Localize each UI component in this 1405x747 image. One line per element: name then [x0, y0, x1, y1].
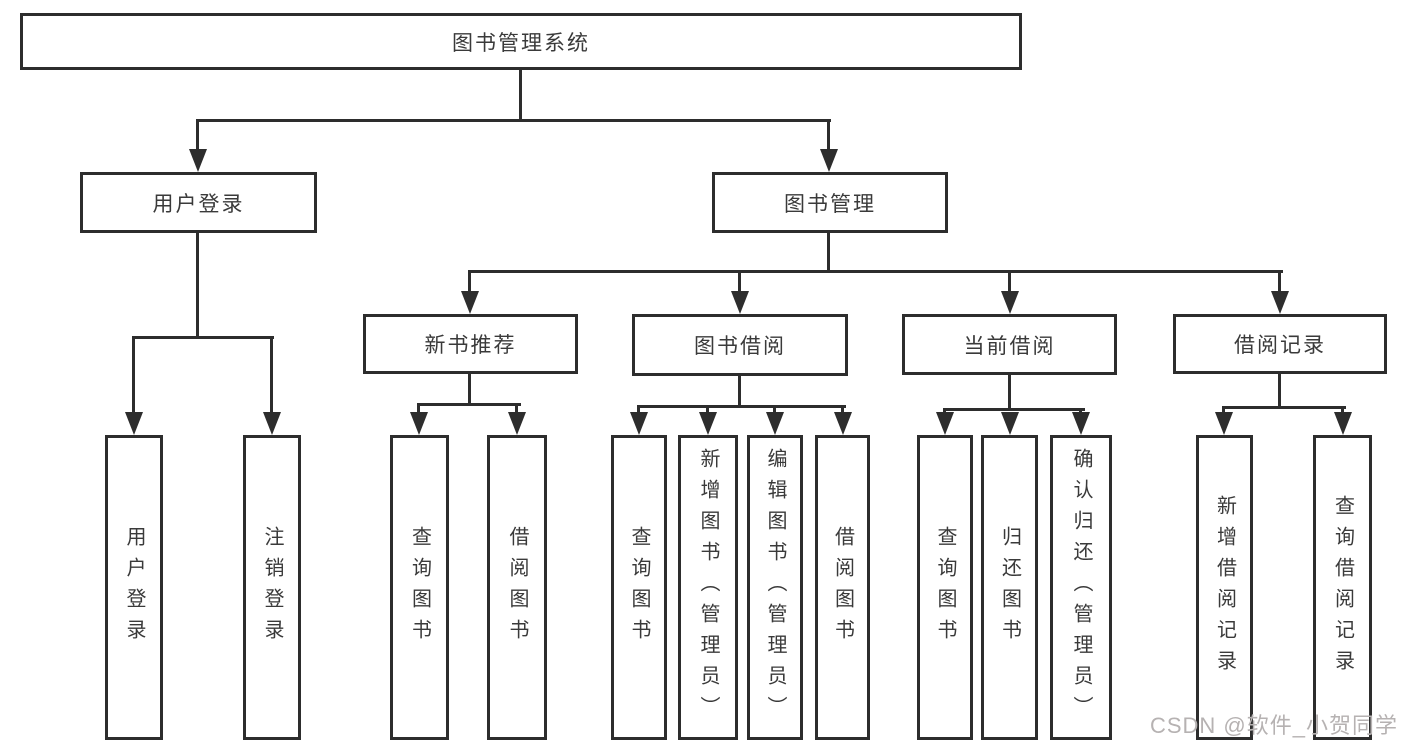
leaf-cb-confirm-return-admin: 确认归还（管理员） — [1050, 435, 1112, 740]
arrowhead-down-icon — [263, 412, 281, 435]
arrowhead-down-icon — [936, 412, 954, 435]
leaf-label: 查询图书 — [628, 525, 650, 650]
leaf-br-add-record: 新增借阅记录 — [1196, 435, 1253, 740]
node-label: 借阅记录 — [1234, 334, 1326, 357]
connector-line — [1008, 375, 1011, 411]
arrowhead-down-icon — [1001, 291, 1019, 314]
connector-line — [417, 403, 420, 419]
connector-line — [270, 336, 273, 416]
arrowhead-down-icon — [699, 412, 717, 435]
leaf-bb-borrow-books: 借阅图书 — [815, 435, 870, 740]
connector-line — [417, 403, 521, 406]
leaf-label: 确认归还（管理员） — [1070, 448, 1092, 727]
connector-line — [637, 405, 846, 408]
arrowhead-down-icon — [410, 412, 428, 435]
leaf-logout: 注销登录 — [243, 435, 301, 740]
leaf-cb-query-books: 查询图书 — [917, 435, 973, 740]
leaf-label: 查询图书 — [934, 525, 956, 650]
connector-line — [827, 119, 830, 154]
arrowhead-down-icon — [1334, 412, 1352, 435]
leaf-label: 新增借阅记录 — [1213, 494, 1236, 681]
arrowhead-down-icon — [461, 291, 479, 314]
connector-line — [196, 233, 199, 337]
leaf-nb-borrow-books: 借阅图书 — [487, 435, 547, 740]
node-label: 图书管理系统 — [452, 31, 590, 55]
connector-line — [196, 119, 831, 122]
arrowhead-down-icon — [834, 412, 852, 435]
node-book-borrowing: 图书借阅 — [632, 314, 848, 376]
connector-line — [468, 270, 1283, 273]
node-book-management: 图书管理 — [712, 172, 948, 233]
connector-line — [1278, 270, 1281, 298]
leaf-label: 注销登录 — [261, 525, 283, 650]
connector-line — [827, 233, 830, 271]
leaf-cb-return-books: 归还图书 — [981, 435, 1038, 740]
arrowhead-down-icon — [731, 291, 749, 314]
leaf-label: 归还图书 — [998, 525, 1021, 650]
node-library-management-system: 图书管理系统 — [20, 13, 1022, 70]
leaf-bb-query-books: 查询图书 — [611, 435, 667, 740]
connector-line — [132, 336, 135, 416]
leaf-label: 借阅图书 — [506, 525, 528, 650]
connector-line — [468, 374, 471, 406]
arrowhead-down-icon — [1001, 412, 1019, 435]
leaf-label: 查询图书 — [408, 525, 431, 650]
leaf-bb-edit-books-admin: 编辑图书（管理员） — [747, 435, 803, 740]
node-current-borrowing: 当前借阅 — [902, 314, 1117, 375]
connector-line — [1008, 270, 1011, 298]
leaf-user-login: 用户登录 — [105, 435, 163, 740]
connector-line — [1278, 374, 1281, 409]
connector-line — [515, 403, 518, 419]
arrowhead-down-icon — [1215, 412, 1233, 435]
arrowhead-down-icon — [125, 412, 143, 435]
leaf-label: 用户登录 — [123, 525, 145, 650]
leaf-label: 查询借阅记录 — [1331, 494, 1354, 681]
node-user-login: 用户登录 — [80, 172, 317, 233]
connector-line — [132, 336, 274, 339]
node-label: 用户登录 — [152, 192, 245, 216]
connector-line — [1222, 406, 1346, 409]
node-label: 新书推荐 — [424, 334, 517, 357]
node-label: 当前借阅 — [963, 334, 1056, 358]
connector-line — [196, 119, 199, 154]
node-label: 图书借阅 — [694, 335, 786, 358]
arrowhead-down-icon — [1271, 291, 1289, 314]
connector-line — [519, 70, 522, 120]
arrowhead-down-icon — [189, 149, 207, 172]
connector-line — [468, 270, 471, 298]
connector-line — [738, 270, 741, 298]
connector-line — [943, 408, 1085, 411]
leaf-nb-query-books: 查询图书 — [390, 435, 449, 740]
arrowhead-down-icon — [1072, 412, 1090, 435]
leaf-label: 新增图书（管理员） — [697, 448, 719, 727]
leaf-br-query-record: 查询借阅记录 — [1313, 435, 1372, 740]
arrowhead-down-icon — [820, 149, 838, 172]
watermark: CSDN @软件_小贺同学 — [1149, 713, 1398, 738]
connector-line — [738, 376, 741, 408]
node-borrowing-records: 借阅记录 — [1173, 314, 1387, 374]
arrowhead-down-icon — [766, 412, 784, 435]
leaf-label: 借阅图书 — [831, 525, 854, 650]
leaf-bb-add-books-admin: 新增图书（管理员） — [678, 435, 738, 740]
arrowhead-down-icon — [630, 412, 648, 435]
leaf-label: 编辑图书（管理员） — [764, 448, 786, 727]
node-label: 图书管理 — [784, 192, 876, 216]
arrowhead-down-icon — [508, 412, 526, 435]
node-new-book-recommend: 新书推荐 — [363, 314, 578, 374]
